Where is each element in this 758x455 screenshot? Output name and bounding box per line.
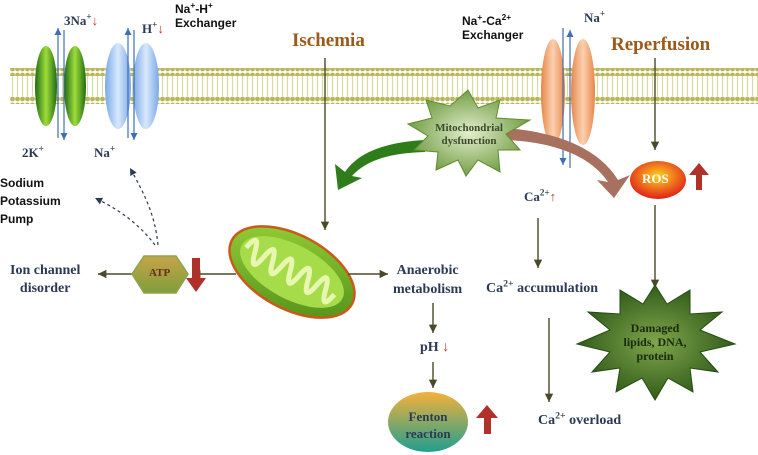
up-arrow-icon [476, 405, 498, 434]
dysfunction-to-mitochondrion-arrow [335, 140, 425, 190]
down-arrow-icon [186, 258, 206, 292]
ischemia-title: Ischemia [292, 30, 365, 51]
three-na-label: 3Na+↓ [64, 11, 99, 28]
atp-label: ATP [149, 267, 171, 279]
h-ion-label: H+↓ [142, 19, 164, 36]
two-k-label: 2K+ [22, 143, 44, 160]
cell-membrane [10, 68, 758, 104]
mitochondrial-dysfunction-starburst-icon [406, 89, 532, 177]
damaged-starburst-icon [575, 284, 737, 401]
ros-label: ROS [642, 171, 669, 186]
atp-hexagon-icon [131, 255, 189, 294]
up-arrow-icon [689, 163, 709, 190]
na-right-label: Na+ [584, 8, 606, 25]
reperfusion-title: Reperfusion [611, 34, 711, 55]
sodium-potassium-pump-protein [35, 28, 86, 140]
na-ca-exchanger-label: Na+-Ca2+ Exchanger [462, 12, 524, 42]
ca-accumulation-label: Ca2+ accumulation [486, 278, 598, 296]
ca-ion-label: Ca2+↑ [524, 187, 557, 204]
fenton-ellipse [388, 392, 468, 452]
na-h-exchanger-label: Na+-H+ Exchanger [175, 0, 237, 30]
na-h-exchanger-protein [105, 28, 159, 140]
mitochondrion-icon [228, 225, 356, 319]
na-left-label: Na+ [94, 143, 116, 160]
atp-supply-arrows [94, 167, 159, 246]
ca-overload-label: Ca2+ overload [538, 410, 622, 428]
dysfunction-to-ros-arrow [505, 128, 630, 198]
ph-label: pH ↓ [420, 340, 450, 355]
ros-ellipse [630, 161, 686, 199]
